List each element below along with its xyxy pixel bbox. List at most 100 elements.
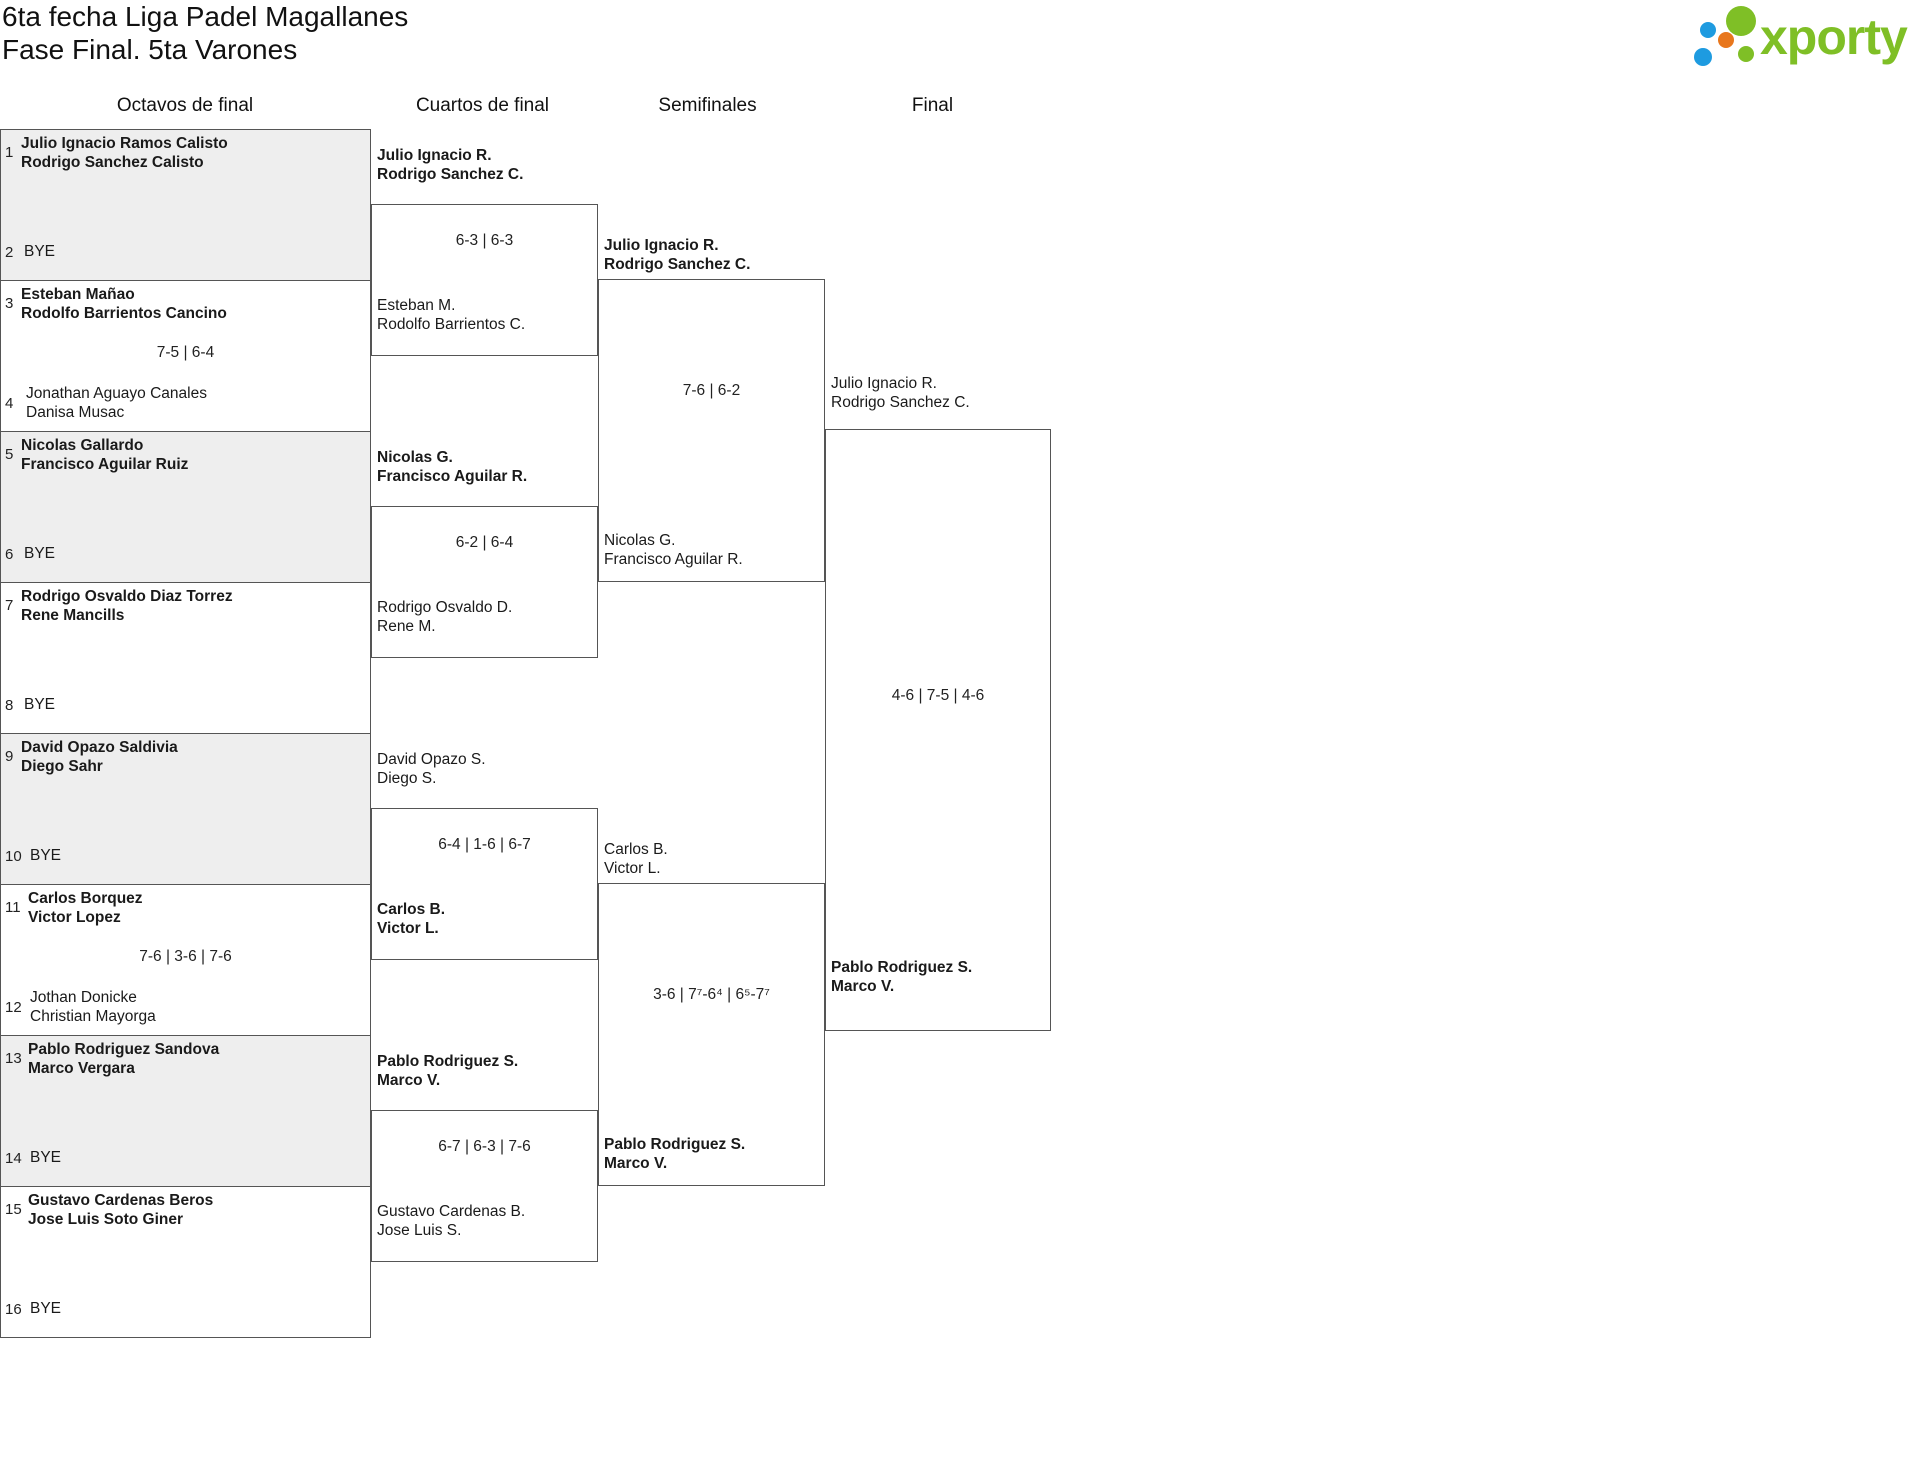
- player-name: Rodrigo Sanchez C.: [377, 166, 524, 183]
- player-name: Julio Ignacio R.: [377, 147, 492, 164]
- seed-number: 5: [5, 446, 14, 463]
- player-name: Diego S.: [377, 770, 437, 787]
- octavos-match: [0, 1035, 371, 1187]
- player-name: Nicolas G.: [377, 449, 453, 466]
- player-name: Jonathan Aguayo Canales: [26, 385, 207, 402]
- player-name: Rene M.: [377, 618, 436, 635]
- player-name: Marco V.: [377, 1072, 441, 1089]
- seed-number: 4: [5, 395, 14, 412]
- match-score: 6-3 | 6-3: [455, 232, 514, 249]
- seed-number: 7: [5, 597, 14, 614]
- team-bottom: BYE: [30, 1299, 61, 1318]
- player-name: Rodolfo Barrientos Cancino: [21, 305, 227, 322]
- match-score: 6-4 | 1-6 | 6-7: [438, 836, 531, 853]
- seed-number: 12: [5, 999, 22, 1016]
- seed-number: 16: [5, 1301, 22, 1318]
- logo-dot-orange-icon: [1718, 32, 1734, 48]
- player-name: Diego Sahr: [21, 758, 103, 775]
- player-name: Carlos B.: [604, 841, 668, 858]
- match-score: 4-6 | 7-5 | 4-6: [891, 687, 985, 704]
- round-header-final: Final: [911, 95, 954, 116]
- player-name: Rodrigo Sanchez C.: [604, 256, 751, 273]
- player-name: Christian Mayorga: [30, 1008, 156, 1025]
- team-top: Pablo Rodriguez S. Marco V.: [377, 1052, 518, 1090]
- player-name: Rodrigo Osvaldo D.: [377, 599, 513, 616]
- team-top: Carlos B. Victor L.: [604, 840, 668, 878]
- team-bottom: Gustavo Cardenas B. Jose Luis S.: [377, 1202, 525, 1240]
- team-top: Julio Ignacio R. Rodrigo Sanchez C.: [604, 236, 750, 274]
- player-name: Esteban M.: [377, 297, 456, 314]
- cuartos-match: [371, 1110, 598, 1262]
- match-score: 6-2 | 6-4: [455, 534, 514, 551]
- match-score: 3-6 | 7⁷-6⁴ | 6⁵-7⁷: [653, 986, 770, 1003]
- cuartos-match: [371, 506, 598, 658]
- player-name: Rene Mancills: [21, 607, 125, 624]
- player-name: Gustavo Cardenas B.: [377, 1203, 526, 1220]
- seed-number: 10: [5, 848, 22, 865]
- seed-number: 15: [5, 1201, 22, 1218]
- seed-number: 8: [5, 697, 14, 714]
- player-name: Rodrigo Osvaldo Diaz Torrez: [21, 588, 233, 605]
- player-name: Jose Luis S.: [377, 1222, 462, 1239]
- match-score: 7-5 | 6-4: [156, 344, 215, 361]
- player-name: Jose Luis Soto Giner: [28, 1211, 184, 1228]
- player-name: Pablo Rodriguez S.: [604, 1136, 746, 1153]
- player-name: Victor Lopez: [28, 909, 121, 926]
- xporty-logo: xporty: [1690, 2, 1920, 72]
- player-name: BYE: [24, 243, 56, 260]
- match-score: 7-6 | 6-2: [682, 382, 741, 399]
- team-bottom: Pablo Rodriguez S. Marco V.: [604, 1135, 745, 1173]
- seed-number: 1: [5, 144, 14, 161]
- player-name: Carlos B.: [377, 901, 446, 918]
- page-subtitle: Fase Final. 5ta Varones: [2, 34, 298, 65]
- match-score: 7-6 | 3-6 | 7-6: [139, 948, 232, 965]
- round-header-semis: Semifinales: [658, 95, 757, 116]
- logo-dot-green2-icon: [1738, 46, 1754, 62]
- player-name: BYE: [30, 847, 62, 864]
- logo-dot-blue2-icon: [1694, 48, 1712, 66]
- team-bottom: BYE: [30, 846, 61, 865]
- player-name: David Opazo Saldivia: [21, 739, 178, 756]
- player-name: Esteban Mañao: [21, 286, 135, 303]
- team-bottom: Esteban M. Rodolfo Barrientos C.: [377, 296, 525, 334]
- logo-text: xporty: [1760, 9, 1908, 65]
- team-bottom: BYE: [24, 544, 55, 563]
- player-name: Marco Vergara: [28, 1060, 135, 1077]
- player-name: Rodrigo Sanchez C.: [831, 394, 970, 411]
- player-name: David Opazo S.: [377, 751, 486, 768]
- player-name: Danisa Musac: [26, 404, 125, 421]
- player-name: Julio Ignacio Ramos Calisto: [21, 135, 228, 152]
- player-name: Julio Ignacio R.: [604, 237, 719, 254]
- seed-number: 11: [5, 899, 21, 916]
- semis-match: [598, 279, 825, 582]
- team-bottom: Nicolas G.Francisco Aguilar R.: [604, 531, 743, 569]
- player-name: Rodolfo Barrientos C.: [377, 316, 526, 333]
- player-name: Nicolas Gallardo: [21, 437, 144, 454]
- player-name: Victor L.: [604, 860, 661, 877]
- team-bottom: BYE: [24, 695, 55, 714]
- player-name: Pablo Rodriguez Sandova: [28, 1041, 220, 1058]
- seed-number: 13: [5, 1050, 22, 1067]
- team-top: Julio Ignacio R. Rodrigo Sanchez C.: [831, 374, 970, 412]
- player-name: Nicolas G.: [604, 532, 676, 549]
- player-name: Marco V.: [604, 1155, 668, 1172]
- player-name: BYE: [30, 1149, 62, 1166]
- player-name: Pablo Rodriguez S.: [377, 1053, 519, 1070]
- player-name: Gustavo Cardenas Beros: [28, 1192, 214, 1209]
- semis-match: [598, 883, 825, 1186]
- cuartos-match: [371, 808, 598, 960]
- player-name: BYE: [30, 1300, 62, 1317]
- octavos-match: [0, 431, 371, 583]
- team-bottom: Carlos B.Victor L.: [377, 900, 445, 938]
- round-header-octavos: Octavos de final: [116, 95, 254, 116]
- player-name: Julio Ignacio R.: [831, 375, 937, 392]
